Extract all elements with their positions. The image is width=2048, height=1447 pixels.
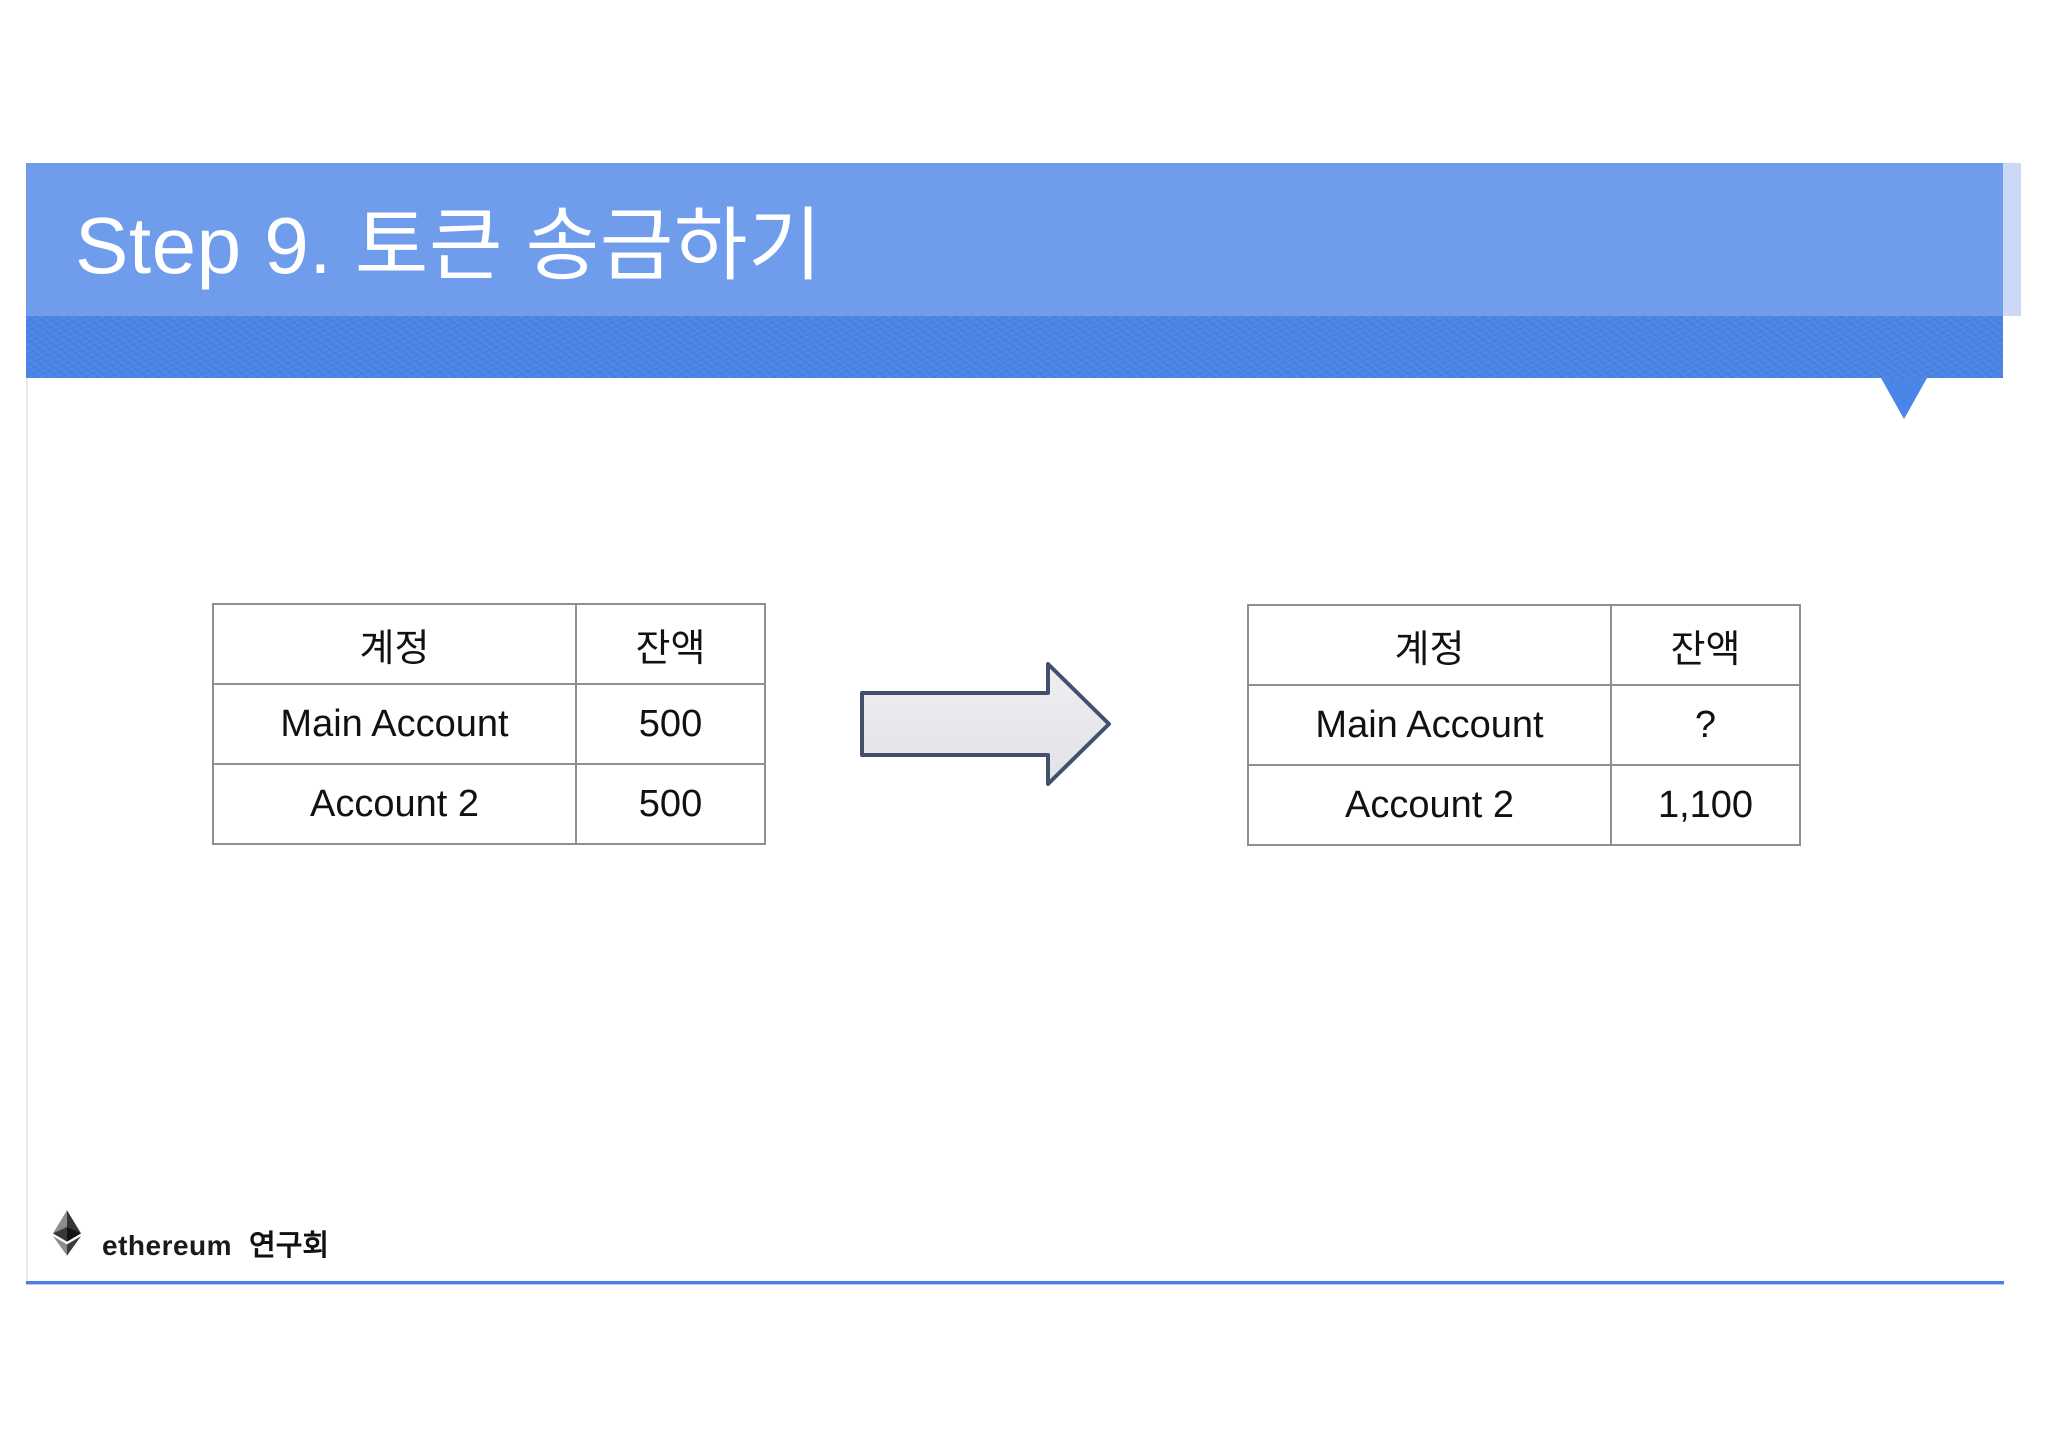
table-header-row: 계정 잔액 <box>212 603 766 685</box>
header-band-dark <box>26 316 2003 378</box>
ethereum-diamond-icon <box>53 1210 81 1256</box>
right-block-arrow-icon <box>860 662 1111 786</box>
table-header-row: 계정 잔액 <box>1247 604 1801 686</box>
cell-account: Main Account <box>1247 684 1612 766</box>
cell-account: Main Account <box>212 683 577 765</box>
cell-account: Account 2 <box>212 763 577 845</box>
table-row: Main Account 500 <box>212 683 766 765</box>
footer-brand: ethereum 연구회 <box>102 1222 329 1264</box>
cell-balance: ? <box>1610 684 1801 766</box>
balance-table-after: 계정 잔액 Main Account ? Account 2 1,100 <box>1247 604 1801 846</box>
header-band-tail-pointer <box>1881 378 1927 419</box>
cell-account: Account 2 <box>1247 764 1612 846</box>
content-left-border <box>26 378 28 1281</box>
table-row: Main Account ? <box>1247 684 1801 766</box>
cell-balance: 1,100 <box>1610 764 1801 846</box>
footer-divider-line <box>26 1281 2004 1285</box>
header-balance: 잔액 <box>1610 604 1801 686</box>
header-band-light <box>26 163 2003 316</box>
cell-balance: 500 <box>575 763 766 845</box>
table-row: Account 2 500 <box>212 763 766 845</box>
header-band-right-shadow <box>2003 163 2021 316</box>
table-row: Account 2 1,100 <box>1247 764 1801 846</box>
footer-brand-name: ethereum <box>102 1230 233 1261</box>
balance-table-before: 계정 잔액 Main Account 500 Account 2 500 <box>212 603 766 845</box>
header-account: 계정 <box>1247 604 1612 686</box>
cell-balance: 500 <box>575 683 766 765</box>
page-title: Step 9. 토큰 송금하기 <box>75 201 823 290</box>
header-account: 계정 <box>212 603 577 685</box>
header-balance: 잔액 <box>575 603 766 685</box>
footer-group-name: 연구회 <box>249 1230 330 1262</box>
